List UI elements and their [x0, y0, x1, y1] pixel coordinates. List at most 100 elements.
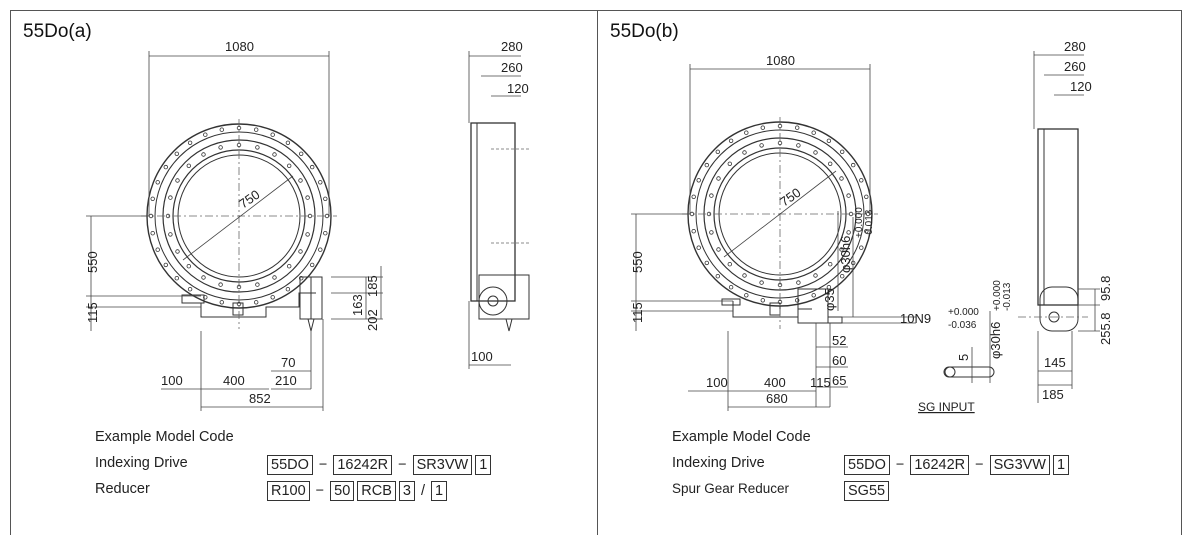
a-inner-bolt-hole [298, 249, 303, 254]
panel-b-model-code: Example Model Code Indexing Drive 55DO−1… [672, 429, 1152, 529]
b-dim-95-8: 95.8 [1098, 276, 1113, 301]
b-bolt-hole [850, 260, 856, 266]
a-inner-bolt-hole [272, 152, 277, 157]
a-dim-115: 115 [85, 302, 100, 323]
b-dim-260: 260 [1064, 59, 1086, 74]
b-dim-phi35: φ35 [822, 288, 837, 311]
b-bolt-hole [864, 228, 869, 234]
a-inner-bolt-hole [307, 213, 313, 219]
a-dim-70: 70 [281, 355, 295, 370]
a-dim-260: 260 [501, 60, 523, 75]
b-bolt-hole [704, 162, 709, 168]
a-bolt-hole [253, 300, 259, 305]
a-mc-heading: Example Model Code [95, 429, 234, 445]
a-bolt-hole [270, 295, 275, 300]
b-inner-bolt-hole [742, 273, 747, 278]
a-bolt-hole [323, 230, 328, 236]
a-bolt-hole [318, 247, 323, 252]
panel-55do-a: 55Do(a) [10, 10, 598, 535]
a-inner-bolt-hole [175, 249, 180, 254]
a-inner-bolt-hole [165, 213, 171, 219]
b-inner-bolt-hole [813, 150, 818, 155]
a-base-block [232, 302, 244, 316]
b-sg-hub [944, 366, 956, 378]
panel-55do-b: 55Do(b) [598, 10, 1182, 535]
a-inner-bolt-hole [272, 275, 277, 280]
b-bolt-hole [811, 130, 816, 135]
a-bolt-hole [174, 151, 179, 156]
a-bolt-hole [150, 230, 155, 236]
b-inner-bolt-hole [716, 176, 721, 181]
a-reducer-tip [307, 318, 315, 332]
b-base-block [769, 302, 781, 316]
b-inner-bolt-hole [759, 143, 764, 148]
a-bolt-hole [318, 180, 323, 185]
a-bolt-hole [187, 287, 193, 292]
a-bolt-hole [270, 132, 275, 137]
b-bolt-hole [728, 138, 734, 143]
a-bolt-hole [150, 196, 155, 201]
b-bolt-hole [864, 194, 869, 199]
panel-a-title: 55Do(a) [23, 21, 92, 42]
b-bolt-hole [777, 123, 783, 129]
b-tol-in-bot: -0.013 [1002, 282, 1013, 311]
a-inner-bolt-hole [201, 152, 206, 157]
b-dim-750: 750 [777, 185, 803, 210]
a-bolt-hole [203, 132, 208, 137]
a-bolt-hole [155, 247, 160, 252]
a-dim-163: 163 [350, 294, 365, 316]
a-bolt-hole [323, 196, 328, 201]
a-bolt-hole [187, 140, 193, 145]
b-inner-bolt-hole [742, 150, 747, 155]
a-inner-bolt-hole [218, 145, 223, 150]
a-mc-label-indexing: Indexing Drive [95, 455, 188, 471]
a-dim-side-100: 100 [471, 349, 493, 364]
a-dim-750: 750 [236, 187, 262, 212]
b-tol-shaft-top: +0.000 [854, 207, 865, 238]
a-inner-bolt-hole [168, 195, 173, 200]
b-bolt-hole [704, 260, 709, 266]
b-dim-key: 10N9 [900, 311, 931, 326]
a-inner-bolt-hole [305, 195, 310, 200]
b-sg-input-label: SG INPUT [918, 400, 975, 414]
a-bolt-hole [236, 125, 242, 131]
a-side-flange [478, 274, 530, 320]
b-bolt-hole [826, 285, 832, 290]
a-mc-part: R100 [267, 481, 310, 501]
a-mc-part: RCB [357, 481, 396, 501]
a-bolt-hole [310, 164, 315, 170]
a-inner-bolt-hole [186, 263, 191, 269]
b-inner-bolt-hole [759, 280, 764, 285]
b-mc-part: 55DO [844, 455, 890, 475]
b-side-gear [1039, 286, 1079, 332]
a-dim-1080: 1080 [225, 39, 254, 54]
b-dim-115: 115 [630, 302, 645, 323]
b-inner-bolt-hole [709, 230, 714, 235]
b-inner-bolt-hole [709, 193, 714, 198]
a-bolt-hole [299, 276, 304, 281]
b-inner-bolt-hole [727, 261, 732, 267]
b-dim-680: 680 [766, 391, 788, 406]
a-bolt-hole [219, 300, 224, 305]
a-mc-part: 3 [398, 481, 415, 501]
b-bolt-hole [839, 149, 845, 154]
a-bolt-hole [219, 127, 224, 132]
b-inner-bolt-hole [827, 161, 833, 166]
b-mc-part: SG55 [844, 481, 890, 501]
a-bolt-hole [310, 262, 315, 268]
a-dim-100: 100 [161, 373, 183, 388]
a-inner-bolt-hole [287, 163, 292, 168]
b-dim-1080: 1080 [766, 53, 795, 68]
a-dim-185: 185 [365, 275, 380, 297]
a-bolt-hole [253, 127, 259, 132]
b-bolt-hole [728, 285, 734, 290]
a-inner-bolt-hole [236, 142, 242, 148]
b-bolt-hole [859, 178, 864, 183]
b-dim-100: 100 [706, 375, 728, 390]
a-bolt-hole [299, 151, 304, 156]
a-bolt-hole [155, 180, 160, 185]
b-bolt-hole [744, 293, 749, 298]
panel-b-title: 55Do(b) [610, 21, 679, 42]
b-inner-bolt-hole [777, 140, 783, 146]
